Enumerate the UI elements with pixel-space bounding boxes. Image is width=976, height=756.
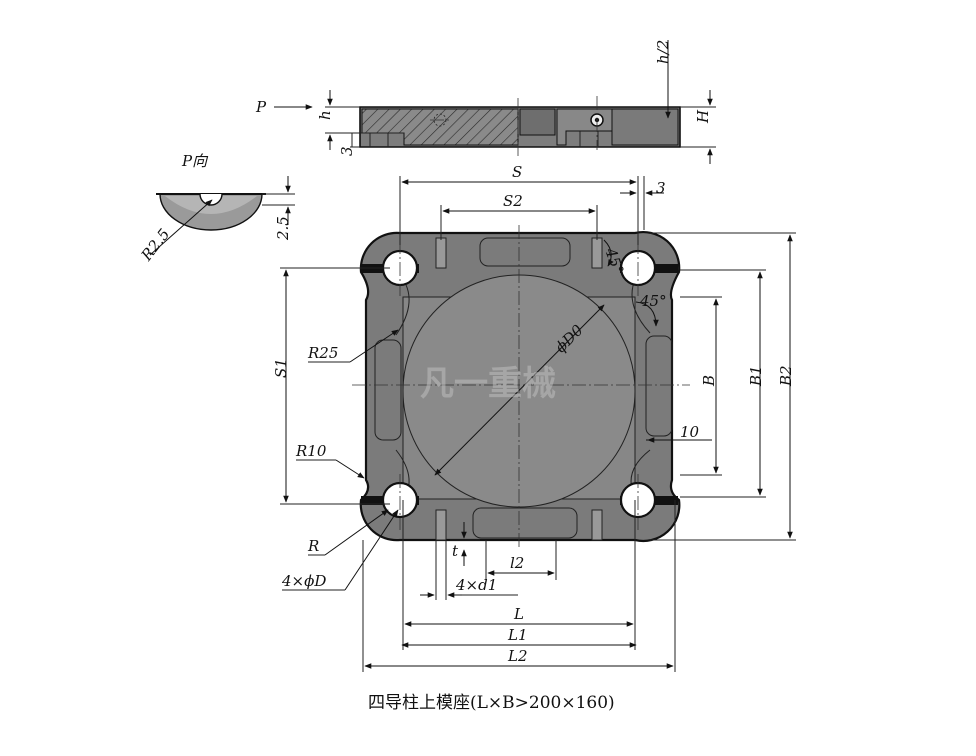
- label-L1: L1: [507, 626, 528, 644]
- label-B1: B1: [747, 365, 765, 387]
- label-r2-5: R2.5: [137, 225, 173, 265]
- label-3-top: 3: [656, 179, 666, 197]
- label-45-b: 45°: [639, 292, 667, 310]
- label-L: L: [513, 605, 524, 623]
- label-t: t: [452, 542, 459, 560]
- label-p: P: [255, 98, 267, 116]
- label-4-d1: 4×d1: [455, 576, 497, 594]
- label-3-side: 3: [338, 146, 356, 156]
- top-view: ϕD0 凡一重械: [352, 225, 690, 550]
- label-10: 10: [680, 423, 700, 441]
- watermark: 凡一重械: [420, 364, 556, 404]
- label-B: B: [700, 375, 718, 387]
- label-l2: l2: [510, 554, 524, 572]
- label-h-half: h/2: [654, 40, 672, 64]
- label-S: S: [512, 163, 522, 181]
- label-R25: R25: [307, 344, 338, 362]
- label-L2: L2: [507, 647, 528, 665]
- label-2-5: 2.5: [274, 216, 292, 241]
- label-R10: R10: [295, 442, 327, 460]
- p-view-detail: P向 2.5 R2.5: [137, 152, 295, 265]
- label-S1: S1: [272, 358, 290, 378]
- label-H: H: [694, 109, 712, 124]
- label-R: R: [307, 537, 319, 555]
- label-h: h: [316, 110, 334, 120]
- label-p-view: P向: [181, 152, 209, 170]
- label-B2: B2: [777, 365, 795, 387]
- dimensions: S 3 S2 45° 45° S1 R25 R10 R: [272, 163, 796, 672]
- label-S2: S2: [503, 192, 523, 210]
- label-4-D: 4×ϕD: [281, 572, 326, 590]
- side-view: P h 3 h/2 H: [255, 40, 716, 164]
- figure-caption: 四导柱上模座(L×B>200×160): [368, 693, 615, 713]
